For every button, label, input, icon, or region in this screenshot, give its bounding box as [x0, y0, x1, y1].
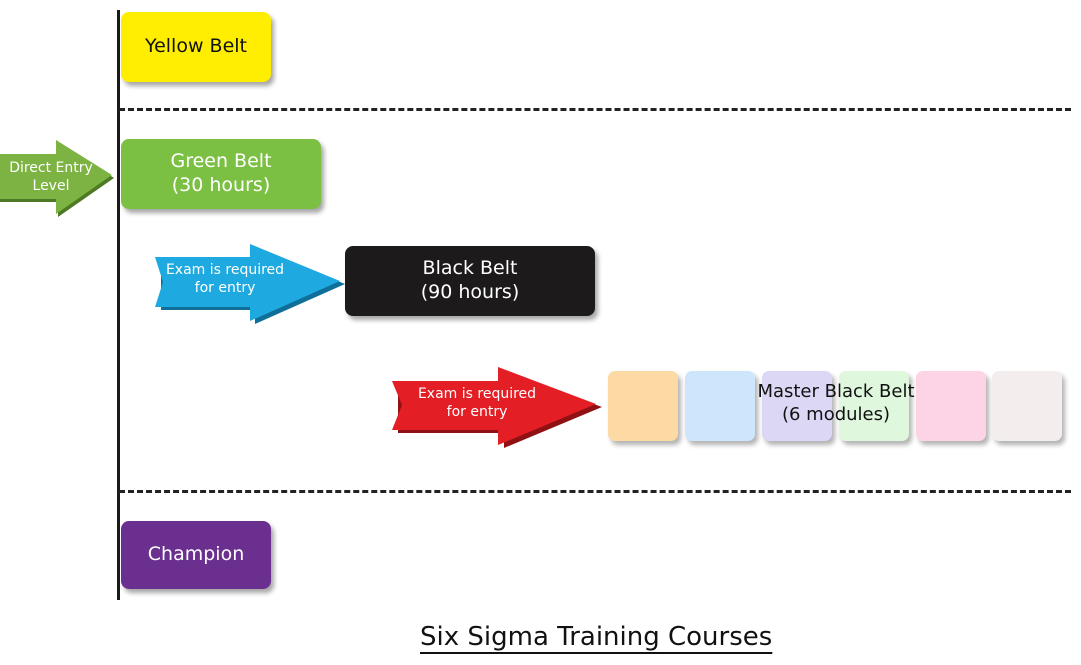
yellow-belt-label: Yellow Belt [145, 35, 247, 58]
black-belt-box: Black Belt (90 hours) [345, 246, 595, 316]
mbb-module-1 [608, 371, 678, 441]
divider-lower [119, 490, 1071, 493]
direct-entry-line1: Direct Entry [9, 160, 93, 176]
timeline-axis [117, 10, 120, 600]
mbb-line1: Master Black Belt [757, 381, 915, 402]
champion-box: Champion [121, 521, 271, 589]
master-black-belt-label: Master Black Belt (6 modules) [750, 380, 922, 426]
exam-master-text: Exam is required for entry [398, 385, 556, 421]
champion-label: Champion [147, 543, 245, 566]
direct-entry-arrow [0, 140, 114, 217]
direct-entry-text: Direct Entry Level [0, 159, 102, 195]
green-belt-box: Green Belt (30 hours) [121, 139, 321, 209]
divider-upper [119, 108, 1071, 111]
exam-black-line2: for entry [194, 280, 256, 297]
mbb-module-3 [762, 371, 832, 441]
black-belt-hours: (90 hours) [420, 281, 520, 303]
green-belt-label: Green Belt [170, 150, 272, 173]
direct-entry-line2: Level [32, 178, 70, 195]
mbb-module-6 [992, 371, 1062, 441]
mbb-module-4 [839, 371, 909, 441]
exam-black-line1: Exam is required [165, 262, 285, 278]
yellow-belt-box: Yellow Belt [121, 12, 271, 82]
black-belt-label: Black Belt [422, 257, 518, 280]
exam-master-line1: Exam is required [417, 386, 537, 402]
green-belt-hours: (30 hours) [171, 174, 271, 196]
mbb-module-2 [685, 371, 755, 441]
diagram-title: Six Sigma Training Courses [420, 622, 773, 652]
mbb-line2: (6 modules) [781, 404, 891, 426]
exam-black-belt-arrow [155, 244, 345, 324]
exam-black-text: Exam is required for entry [160, 261, 290, 297]
exam-master-line2: for entry [446, 404, 508, 421]
mbb-module-5 [916, 371, 986, 441]
exam-master-belt-arrow [392, 367, 602, 448]
